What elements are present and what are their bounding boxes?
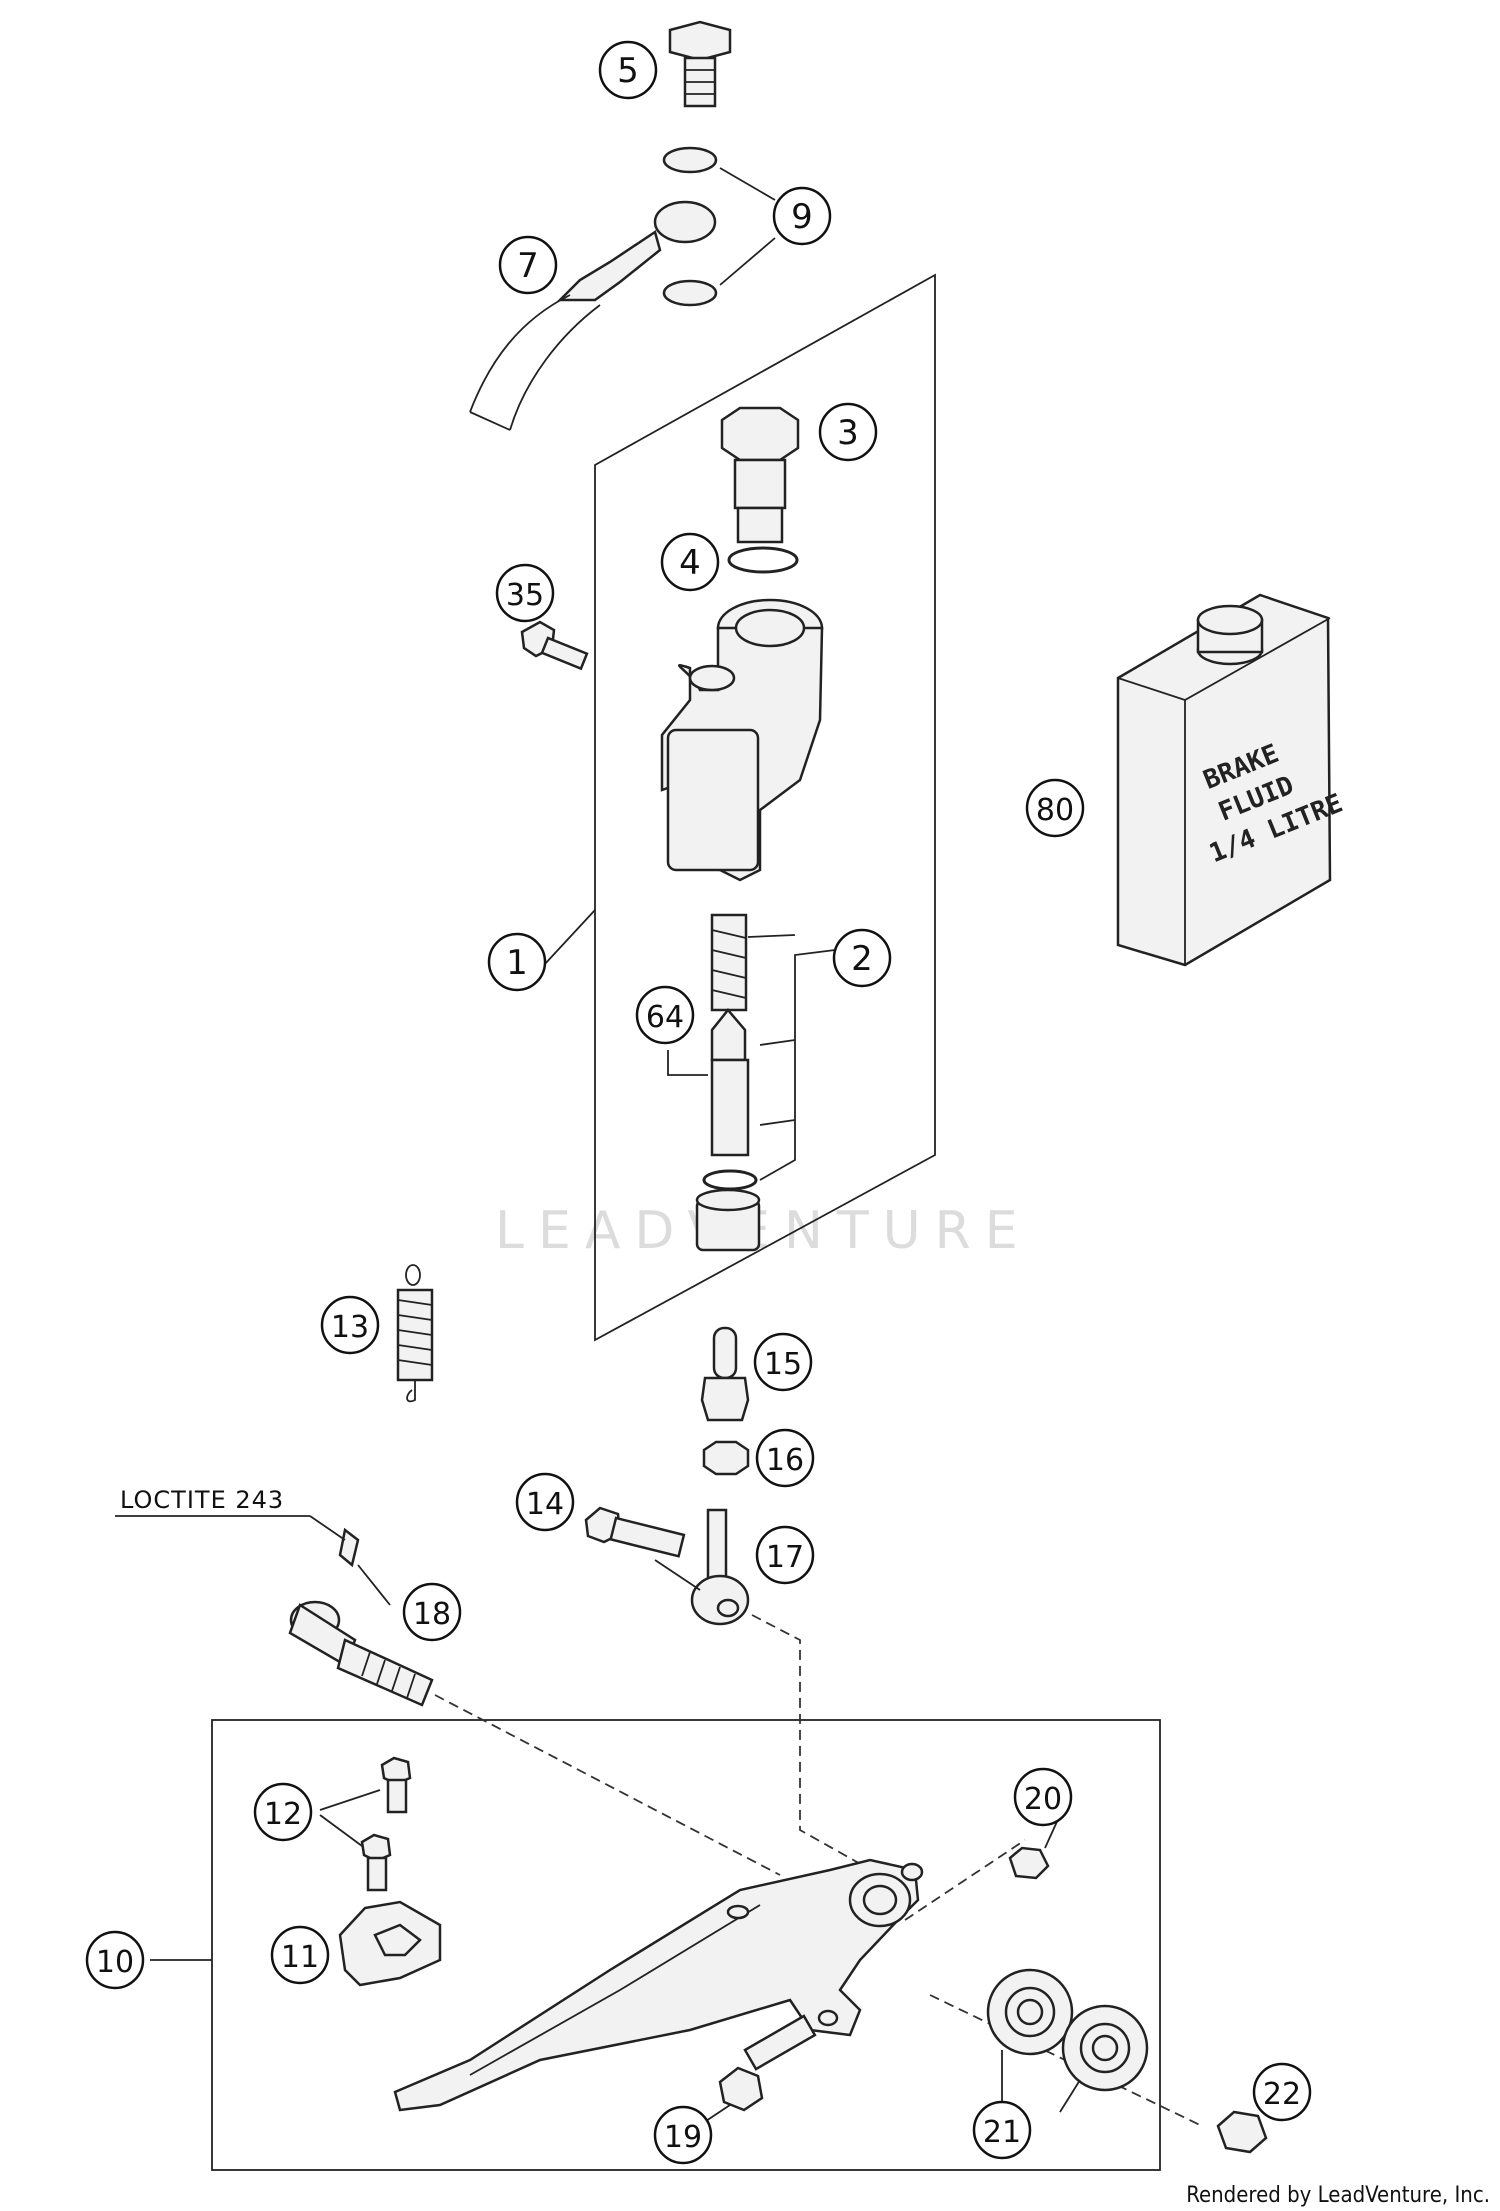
svg-text:10: 10: [96, 1945, 134, 1980]
master-cylinder-body-part: [660, 598, 824, 882]
svg-text:16: 16: [766, 1443, 804, 1478]
svg-text:4: 4: [679, 543, 701, 583]
banjo-bolt-part: [668, 20, 732, 108]
brake-pedal-frame: [211, 1719, 1161, 2171]
piston-kit-part: [695, 913, 761, 1252]
callout-64: 64: [635, 985, 695, 1045]
callout-15: 15: [753, 1332, 813, 1392]
screw-part: [520, 620, 589, 671]
callout-22: 22: [1252, 2062, 1312, 2122]
svg-text:20: 20: [1024, 1782, 1062, 1817]
svg-text:15: 15: [764, 1347, 802, 1382]
svg-text:21: 21: [983, 2115, 1021, 2150]
svg-text:2: 2: [851, 939, 873, 979]
svg-text:3: 3: [837, 413, 859, 453]
bearings-part: [986, 1968, 1149, 2092]
pedal-tip-part: [338, 1900, 442, 1987]
master-cylinder-frame: [594, 273, 936, 1342]
svg-text:11: 11: [281, 1940, 319, 1975]
watermark-text: LEADVENTURE: [495, 1201, 1032, 1261]
callout-17: 17: [755, 1525, 815, 1585]
nut-part: [702, 1440, 750, 1476]
assembly-line-rod: [751, 1614, 881, 1876]
callout-80: 80: [1025, 778, 1085, 838]
callout-2: 2: [832, 928, 892, 988]
o-ring-part: [727, 546, 799, 574]
svg-text:14: 14: [526, 1487, 564, 1522]
callout-14: 14: [515, 1472, 575, 1532]
pedal-pivot-bolt-part: [718, 2014, 817, 2112]
washer-part-bottom: [662, 279, 718, 307]
svg-text:7: 7: [517, 246, 539, 286]
assembly-line-bolt: [434, 1694, 781, 1876]
brake-pedal-arm-part: [393, 1858, 924, 2112]
svg-text:35: 35: [506, 578, 544, 613]
return-spring-part: [396, 1264, 434, 1403]
svg-text:80: 80: [1036, 793, 1074, 828]
push-rod-part: [700, 1326, 750, 1422]
svg-text:64: 64: [646, 1000, 684, 1035]
svg-text:22: 22: [1263, 2077, 1301, 2112]
callout-20: 20: [1013, 1767, 1073, 1827]
callout-9: 9: [772, 186, 832, 246]
callout-12: 12: [253, 1782, 313, 1842]
svg-text:17: 17: [766, 1540, 804, 1575]
credit-text: Rendered by LeadVenture, Inc.: [1186, 2183, 1490, 2208]
loctite-note: LOCTITE 243: [120, 1486, 284, 1514]
svg-text:12: 12: [264, 1797, 302, 1832]
washer-part-top: [662, 146, 718, 174]
brake-fluid-can-part: BRAKE FLUID 1/4 LITRE: [1116, 593, 1347, 967]
callout-3: 3: [818, 402, 878, 462]
callout-11: 11: [270, 1925, 330, 1985]
callout-5: 5: [598, 40, 658, 100]
screws-part: [360, 1756, 412, 1892]
callout-16: 16: [755, 1428, 815, 1488]
svg-text:19: 19: [664, 2120, 702, 2155]
lock-nut-part: [1008, 1846, 1050, 1880]
axle-nut-part: [1216, 2110, 1268, 2154]
pivot-bolt-part: [584, 1506, 686, 1558]
svg-text:9: 9: [791, 197, 813, 237]
svg-text:5: 5: [617, 51, 639, 91]
callout-19: 19: [653, 2105, 713, 2165]
svg-text:1: 1: [506, 943, 528, 983]
svg-text:13: 13: [331, 1310, 369, 1345]
callout-10: 10: [85, 1930, 145, 1990]
callout-4: 4: [660, 532, 720, 592]
callout-1: 1: [487, 932, 547, 992]
callout-21: 21: [972, 2100, 1032, 2160]
callout-18: 18: [402, 1582, 462, 1642]
brake-hose-part: [469, 200, 717, 431]
svg-text:18: 18: [413, 1597, 451, 1632]
rod-end-part: [690, 1508, 750, 1626]
assembly-line-axle: [904, 1839, 1026, 1921]
callout-13: 13: [320, 1295, 380, 1355]
reservoir-cap-part: [720, 406, 800, 544]
callout-7: 7: [498, 235, 558, 295]
pedal-bolt-part: [288, 1527, 434, 1707]
callout-35: 35: [495, 563, 555, 623]
